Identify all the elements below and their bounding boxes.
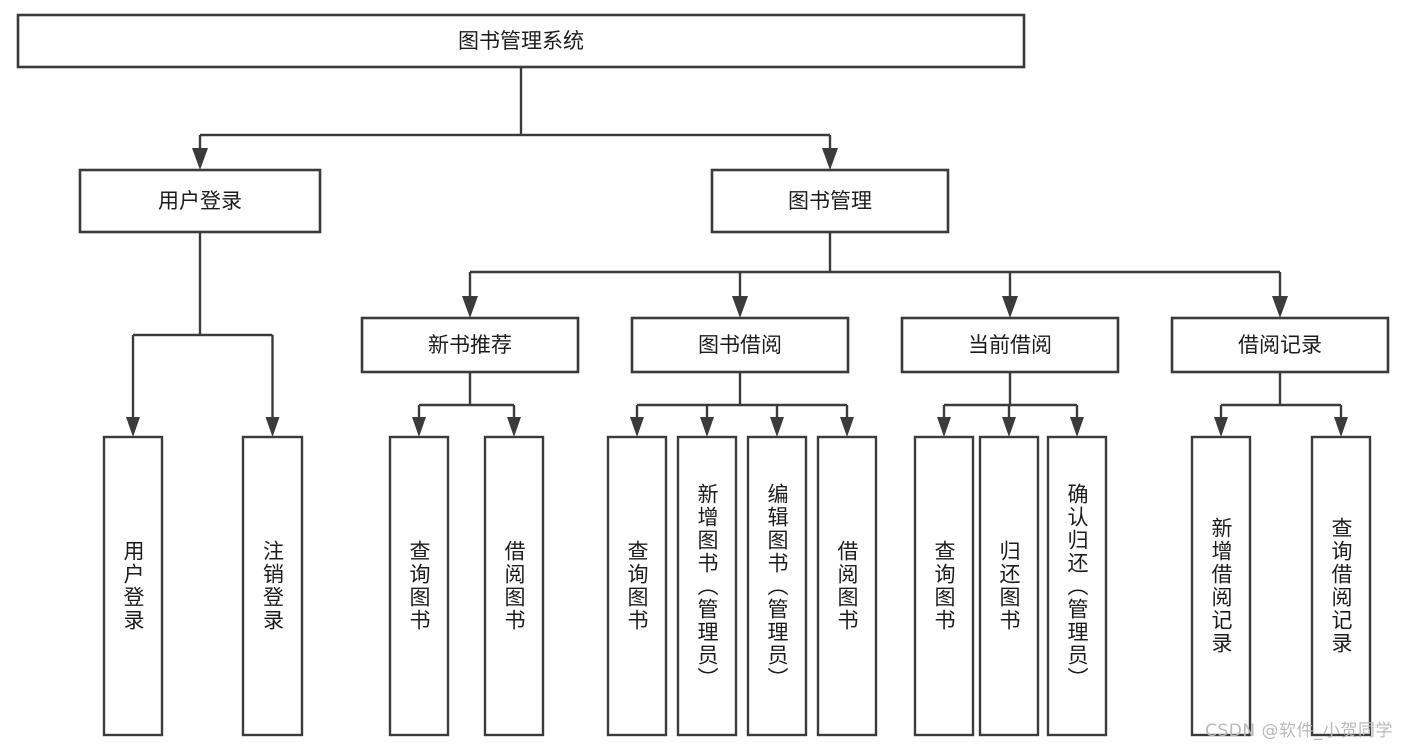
node-leaf-query-book-1[interactable] (388, 435, 450, 737)
arrow-head-icon (937, 417, 951, 437)
node-label-user-login: 用户登录 (158, 189, 242, 213)
arrow-head-icon (840, 417, 854, 437)
node-book-manage[interactable] (710, 168, 950, 234)
watermark-text: CSDN @软件_小贺同学 (1205, 721, 1393, 741)
node-leaf-add-record[interactable] (1190, 435, 1252, 737)
arrow-head-icon (126, 417, 140, 437)
node-leaf-borrow-book-1[interactable] (483, 435, 545, 737)
arrow-head-icon (822, 148, 838, 170)
node-leaf-edit-book[interactable] (746, 435, 808, 737)
arrow-head-icon (1334, 417, 1348, 437)
arrow-head-icon (1214, 417, 1228, 437)
node-leaf-user-login[interactable] (102, 435, 164, 737)
arrow-head-icon (700, 417, 714, 437)
arrow-head-icon (462, 296, 478, 318)
node-current-borrow[interactable] (900, 316, 1120, 374)
node-leaf-query-book-2[interactable] (606, 435, 668, 737)
node-leaf-add-book[interactable] (676, 435, 738, 737)
node-label-current-borrow: 当前借阅 (968, 333, 1052, 357)
node-leaf-user-logout[interactable] (241, 435, 304, 737)
node-label-root: 图书管理系统 (458, 29, 584, 53)
arrow-head-icon (732, 296, 748, 318)
arrow-head-icon (265, 417, 280, 437)
node-leaf-query-record[interactable] (1310, 435, 1372, 737)
arrow-head-icon (1002, 296, 1018, 318)
node-leaf-return-book[interactable] (978, 435, 1040, 737)
arrow-head-icon (507, 417, 521, 437)
node-root[interactable] (16, 13, 1026, 69)
node-borrow-record[interactable] (1170, 316, 1390, 374)
arrow-head-icon (192, 148, 208, 170)
node-label-borrow-record: 借阅记录 (1238, 333, 1322, 357)
node-label-book-manage: 图书管理 (788, 189, 872, 213)
arrow-head-icon (412, 417, 426, 437)
node-book-borrow[interactable] (630, 316, 850, 374)
node-leaf-borrow-book-2[interactable] (816, 435, 878, 737)
arrow-head-icon (1070, 417, 1084, 437)
arrow-head-icon (770, 417, 784, 437)
node-label-new-book-recommend: 新书推荐 (428, 333, 512, 357)
arrow-head-icon (1002, 417, 1016, 437)
arrow-head-icon (630, 417, 644, 437)
connector-layer (126, 67, 1348, 437)
node-leaf-confirm-return[interactable] (1046, 435, 1108, 737)
box-layer (16, 13, 1390, 737)
arrow-head-icon (1272, 296, 1288, 318)
node-leaf-query-book-3[interactable] (913, 435, 975, 737)
node-new-book-recommend[interactable] (360, 316, 580, 374)
node-label-book-borrow: 图书借阅 (698, 333, 782, 357)
node-user-login[interactable] (78, 168, 322, 234)
